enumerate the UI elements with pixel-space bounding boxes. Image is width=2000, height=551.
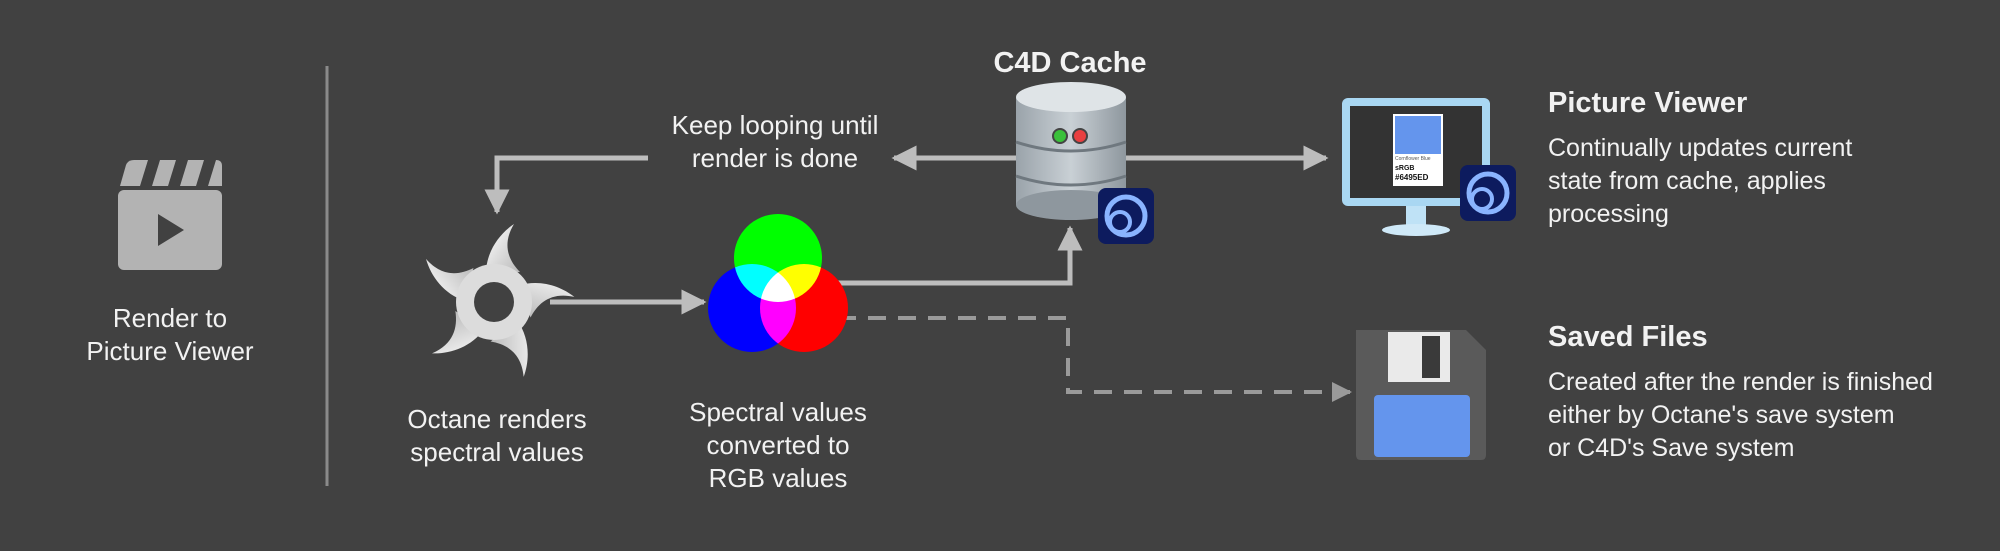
rgb-label: Spectral values converted to RGB values	[650, 396, 906, 495]
saved-files-description: Created after the render is finished eit…	[1548, 366, 1988, 465]
label-line: Octane renders	[407, 404, 587, 434]
label-line: render is done	[691, 143, 859, 173]
swatch-caption: Cornflower Blue	[1395, 156, 1431, 162]
cinema4d-logo-icon	[1460, 165, 1516, 221]
monitor-icon	[1342, 98, 1490, 236]
label-line: Render to	[112, 303, 228, 333]
label-line: RGB values	[708, 463, 848, 493]
rgb-venn-icon	[708, 214, 848, 352]
screen-card-text: Cornflower Blue sRGB #6495ED	[1395, 155, 1441, 182]
label-line: Keep looping until	[671, 110, 879, 140]
rgb-to-saved-files-dashed-arrow	[838, 316, 1352, 402]
label-line: Picture Viewer	[86, 336, 254, 366]
label-line: spectral values	[410, 437, 584, 467]
rgb-to-cache-arrow	[838, 225, 1083, 286]
swatch-hex: #6495ED	[1395, 173, 1429, 182]
desc-line: state from cache, applies	[1548, 167, 1826, 195]
desc-line: or C4D's Save system	[1548, 434, 1795, 462]
label-line: Spectral values	[689, 397, 867, 427]
label-line: converted to	[706, 430, 850, 460]
loop-arrow	[484, 155, 648, 215]
loop-label: Keep looping until render is done	[640, 109, 910, 175]
picture-viewer-description: Continually updates current state from c…	[1548, 132, 1968, 231]
saved-files-title: Saved Files	[1548, 321, 1708, 353]
desc-line: processing	[1548, 200, 1669, 228]
octane-label: Octane renders spectral values	[372, 403, 622, 469]
clapperboard-icon	[118, 160, 222, 270]
floppy-disk-icon	[1356, 330, 1486, 460]
cache-title: C4D Cache	[993, 47, 1147, 79]
render-to-picture-viewer-label: Render to Picture Viewer	[60, 302, 280, 368]
swatch-space: sRGB	[1395, 165, 1415, 172]
desc-line: Created after the render is finished	[1548, 368, 1933, 396]
picture-viewer-title: Picture Viewer	[1548, 87, 1748, 119]
cinema4d-logo-icon	[1098, 188, 1154, 244]
desc-line: Continually updates current	[1548, 134, 1853, 162]
octane-logo-icon	[425, 224, 575, 377]
desc-line: either by Octane's save system	[1548, 401, 1895, 429]
